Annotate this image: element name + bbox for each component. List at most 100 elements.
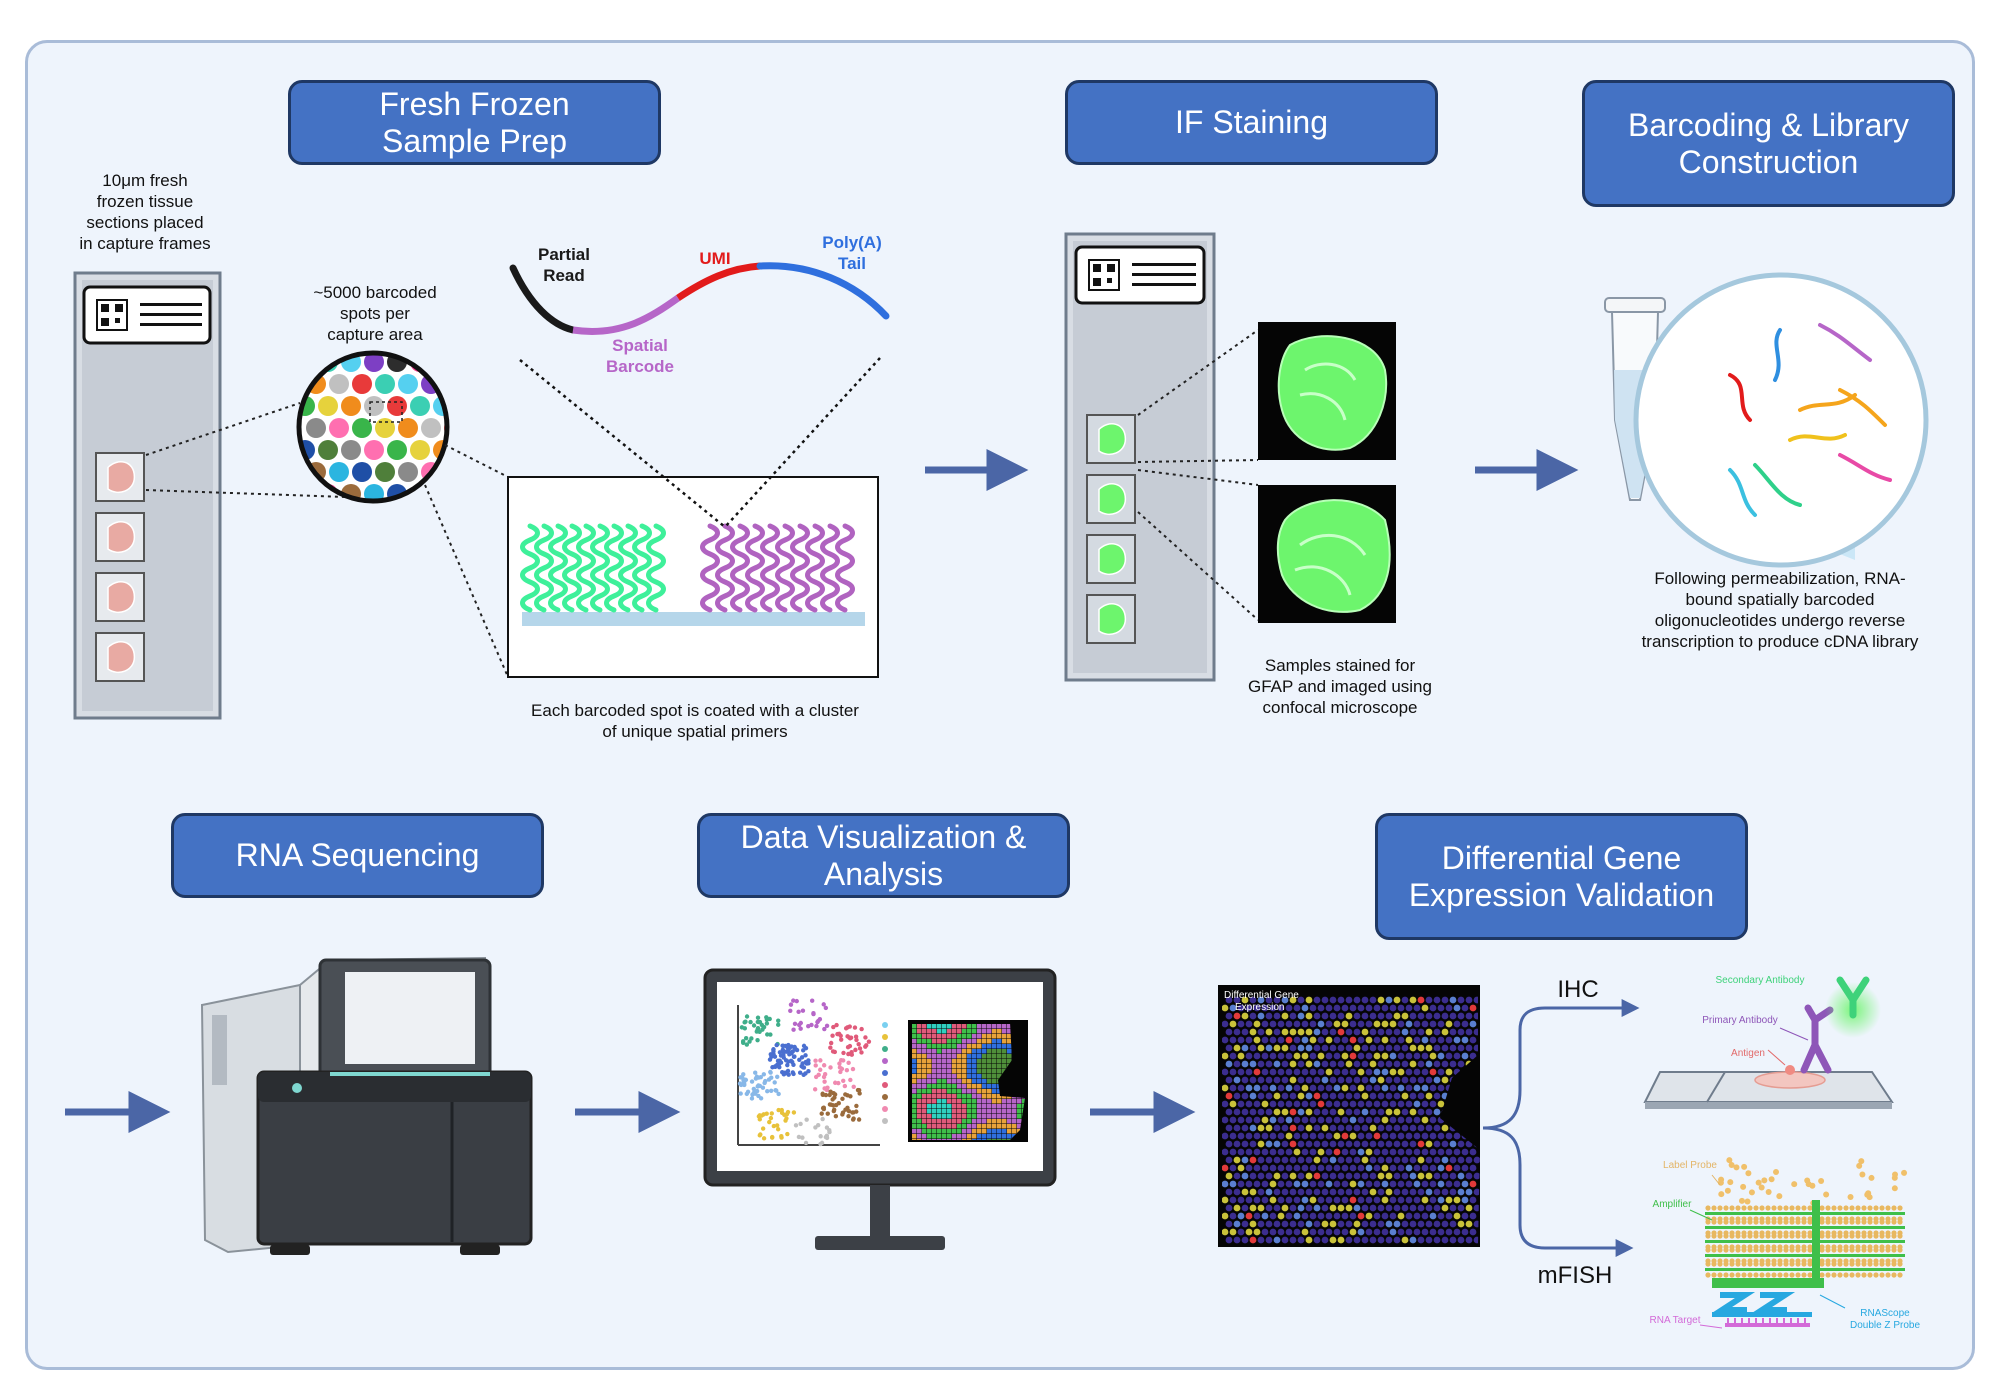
dge-spot	[1309, 1228, 1317, 1236]
dge-spot	[1225, 1204, 1233, 1212]
spatial-spot	[952, 1064, 957, 1069]
spatial-spot	[957, 1044, 962, 1049]
spatial-spot	[982, 1029, 987, 1034]
dge-spot	[1285, 1148, 1293, 1156]
dge-spot	[1269, 1196, 1277, 1204]
dge-spot	[1305, 1172, 1313, 1180]
label-probe-dot	[1711, 1233, 1717, 1239]
label-probe-dot	[1783, 1247, 1789, 1253]
spatial-spot	[967, 1044, 972, 1049]
spatial-spot	[987, 1034, 992, 1039]
dge-spot	[1449, 1172, 1457, 1180]
spatial-spot	[992, 1099, 997, 1104]
spatial-spot	[987, 1029, 992, 1034]
dge-spot	[1329, 1060, 1337, 1068]
label-probe-dot	[1897, 1233, 1903, 1239]
dge-spot	[1293, 1196, 1301, 1204]
caption-barcoded-spots: ~5000 barcoded spots per capture area	[313, 283, 437, 344]
dge-spot	[1297, 1044, 1305, 1052]
dge-spot	[1417, 1108, 1425, 1116]
dge-spot	[1461, 1004, 1469, 1012]
dge-spot	[1333, 1228, 1341, 1236]
dge-spot	[1417, 1140, 1425, 1148]
dge-spot	[1273, 1124, 1281, 1132]
dge-spot	[1325, 1084, 1333, 1092]
dge-spot	[1337, 1156, 1345, 1164]
label-probe-dot	[1831, 1272, 1837, 1278]
dge-spot	[1277, 1068, 1285, 1076]
dge-spot	[1313, 1172, 1321, 1180]
label-probe-dot	[1777, 1205, 1783, 1211]
umap-point	[781, 1052, 786, 1058]
dge-spot	[1333, 1100, 1341, 1108]
dge-spot	[1397, 1164, 1405, 1172]
label-probe-dot	[1861, 1233, 1867, 1239]
dge-spot	[1265, 996, 1273, 1004]
if-image-top	[1258, 322, 1396, 460]
dge-spot	[1257, 1156, 1265, 1164]
label-probe-dot	[1735, 1219, 1741, 1225]
spatial-spot	[1007, 1129, 1012, 1134]
dge-spot	[1313, 1236, 1321, 1244]
dge-spot	[1401, 1044, 1409, 1052]
label-probe-dot	[1759, 1233, 1765, 1239]
umap-point	[842, 1083, 848, 1089]
dge-spot	[1453, 1020, 1461, 1028]
spatial-spot	[982, 1079, 987, 1084]
dge-spot	[1225, 1236, 1233, 1244]
legend-dot	[882, 1106, 888, 1112]
dge-spot	[1277, 1020, 1285, 1028]
umap-point	[800, 1061, 805, 1066]
umap-point	[813, 1058, 818, 1063]
spatial-spot	[967, 1034, 972, 1039]
spatial-spot	[967, 1114, 972, 1119]
dge-spot	[1365, 1180, 1373, 1188]
dge-spot	[1249, 1236, 1257, 1244]
dge-spot	[1301, 1196, 1309, 1204]
spatial-spot	[932, 1034, 937, 1039]
dge-spot	[1229, 1196, 1237, 1204]
spatial-spot	[982, 1074, 987, 1079]
dge-spot	[1445, 1132, 1453, 1140]
label-probe-dot	[1789, 1247, 1795, 1253]
dge-spot	[1329, 1076, 1337, 1084]
dge-spot	[1345, 1044, 1353, 1052]
label-probe-dot	[1753, 1272, 1759, 1278]
dge-spot	[1225, 1076, 1233, 1084]
dge-spot	[1377, 1188, 1385, 1196]
label-probe-dot	[1723, 1272, 1729, 1278]
dge-spot	[1361, 1108, 1369, 1116]
dge-spot	[1413, 1068, 1421, 1076]
dge-spot	[1381, 1148, 1389, 1156]
dge-spot	[1393, 1044, 1401, 1052]
spatial-spot	[992, 1084, 997, 1089]
barcoded-spot	[444, 374, 446, 394]
spatial-spot	[947, 1094, 952, 1099]
spatial-spot	[922, 1114, 927, 1119]
dge-spot	[1337, 1140, 1345, 1148]
dge-spot	[1313, 1076, 1321, 1084]
dge-spot	[1233, 1124, 1241, 1132]
dge-spot	[1361, 1028, 1369, 1036]
dge-spot	[1253, 1148, 1261, 1156]
dge-spot	[1249, 1140, 1257, 1148]
dge-spot	[1421, 1084, 1429, 1092]
label-probe-dot	[1891, 1185, 1898, 1192]
spatial-spot	[967, 1139, 972, 1140]
spatial-primer	[590, 523, 610, 613]
spatial-spot	[997, 1044, 1002, 1049]
spatial-spot	[942, 1119, 947, 1124]
dge-spot	[1222, 1196, 1229, 1204]
spatial-spot	[927, 1069, 932, 1074]
label-probe-dot	[1753, 1205, 1759, 1211]
dge-spot	[1329, 1108, 1337, 1116]
dge-spot	[1245, 1020, 1253, 1028]
umap-point	[834, 1022, 839, 1028]
dge-spot	[1453, 1212, 1461, 1220]
spatial-spot	[932, 1139, 937, 1140]
label-probe-dot	[1855, 1272, 1861, 1278]
dge-spot	[1229, 1052, 1237, 1060]
label-probe-dot	[1741, 1247, 1747, 1253]
dge-spot	[1261, 1164, 1269, 1172]
umap-point	[857, 1091, 862, 1096]
